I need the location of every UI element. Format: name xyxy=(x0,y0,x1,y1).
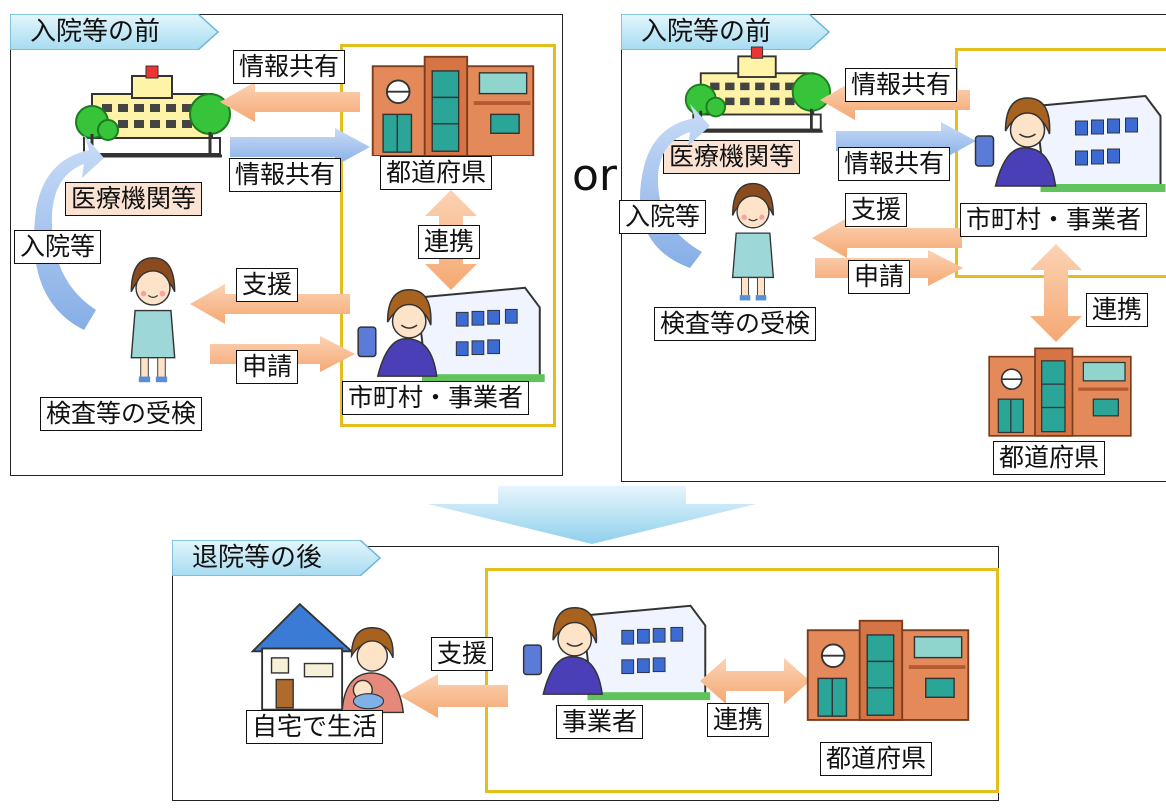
label-application-left: 申請 xyxy=(236,350,299,384)
arrow-share-to-medical xyxy=(220,82,360,122)
label-share-top-left: 情報共有 xyxy=(233,50,346,84)
office-icon-right xyxy=(965,86,1166,196)
arrow-admission-curve-left xyxy=(34,135,104,330)
label-prefecture-right: 都道府県 xyxy=(993,441,1106,475)
label-admission-right: 入院等 xyxy=(619,200,707,234)
prefecture-building-icon xyxy=(368,52,538,156)
arrow-share-to-pref xyxy=(230,128,370,166)
arrow-support-bottom xyxy=(400,674,508,718)
transition-down-arrow xyxy=(428,486,756,544)
patient-icon-right xyxy=(720,180,786,304)
label-share-bottom-left: 情報共有 xyxy=(229,158,342,192)
tab-after-discharge: 退院等の後 xyxy=(172,540,382,576)
label-home: 自宅で生活 xyxy=(246,710,384,744)
label-support-bottom: 支援 xyxy=(431,637,494,671)
label-business: 事業者 xyxy=(556,705,644,739)
patient-icon-left xyxy=(118,254,188,386)
label-cooperation-left: 連携 xyxy=(418,225,481,259)
label-support-right: 支援 xyxy=(845,193,908,227)
business-office-icon xyxy=(512,596,712,704)
label-exam-right: 検査等の受検 xyxy=(654,307,817,341)
label-municipality-right: 市町村・事業者 xyxy=(960,203,1148,237)
label-medical-right: 医療機関等 xyxy=(663,140,801,174)
label-prefecture-left: 都道府県 xyxy=(380,156,493,190)
arrow-support-left xyxy=(190,284,350,324)
label-cooperation-right: 連携 xyxy=(1086,293,1149,327)
arrow-support-right xyxy=(812,218,962,258)
label-exam-left: 検査等の受検 xyxy=(40,397,203,431)
label-admission-left: 入院等 xyxy=(14,230,102,264)
label-application-right: 申請 xyxy=(848,260,911,294)
prefecture-building-icon-right xyxy=(985,340,1135,440)
or-text: or xyxy=(572,150,618,201)
tab-before-admission-left: 入院等の前 xyxy=(10,14,220,50)
arrow-admission-curve-right xyxy=(640,104,710,268)
label-municipality-left: 市町村・事業者 xyxy=(342,381,530,415)
label-share-top-right: 情報共有 xyxy=(845,68,958,102)
coordination-frame-left xyxy=(340,44,556,427)
label-cooperation-bottom: 連携 xyxy=(707,703,770,737)
prefecture-building-icon-bottom xyxy=(803,600,973,736)
office-icon-left xyxy=(344,278,549,386)
home-mother-icon xyxy=(248,598,408,714)
label-prefecture-bottom: 都道府県 xyxy=(820,742,933,776)
label-share-bottom-right: 情報共有 xyxy=(838,147,951,181)
tab-before-admission-right: 入院等の前 xyxy=(621,14,831,50)
arrow-cooperation-horizontal xyxy=(700,658,810,704)
coordination-frame-bottom xyxy=(485,568,999,793)
arrow-cooperation-vertical-right xyxy=(1030,244,1082,342)
label-support-left: 支援 xyxy=(236,268,299,302)
label-medical-left: 医療機関等 xyxy=(65,182,203,216)
